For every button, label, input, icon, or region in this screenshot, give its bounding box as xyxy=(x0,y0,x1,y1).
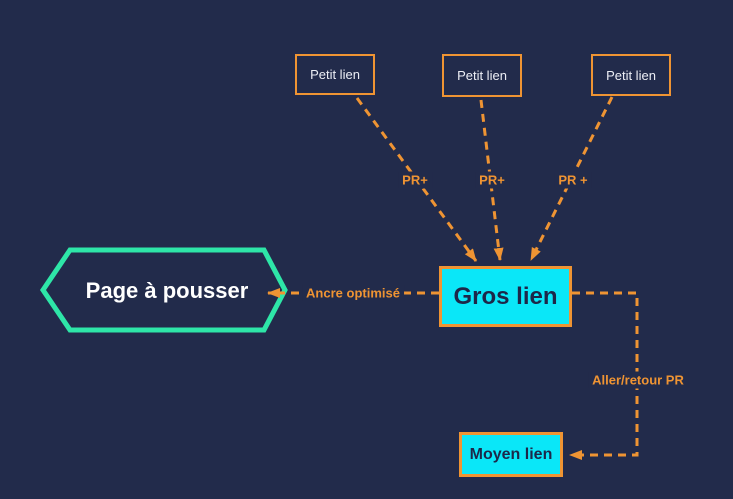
edge-label-aller-retour-pr: Aller/retour PR xyxy=(588,371,688,389)
node-petit-lien-1-label: Petit lien xyxy=(310,67,360,82)
page-hexagon-shape xyxy=(39,247,288,333)
edge-label-ancre-optimise: Ancre optimisé xyxy=(302,284,404,302)
node-gros-lien-label: Gros lien xyxy=(453,282,558,310)
edge-label-pr1: PR+ xyxy=(398,171,432,189)
edge-label-pr3: PR + xyxy=(554,171,592,189)
node-gros-lien: Gros lien xyxy=(439,266,572,327)
node-petit-lien-3: Petit lien xyxy=(591,54,671,96)
node-petit-lien-2-label: Petit lien xyxy=(457,68,507,83)
node-petit-lien-3-label: Petit lien xyxy=(606,67,656,83)
node-petit-lien-1: Petit lien xyxy=(295,54,375,95)
node-moyen-lien-label: Moyen lien xyxy=(469,445,553,463)
node-moyen-lien: Moyen lien xyxy=(459,432,563,477)
edge-label-pr2: PR+ xyxy=(475,171,509,189)
node-petit-lien-2: Petit lien xyxy=(442,54,522,97)
node-page-a-pousser-label: Page à pousser xyxy=(85,278,249,303)
